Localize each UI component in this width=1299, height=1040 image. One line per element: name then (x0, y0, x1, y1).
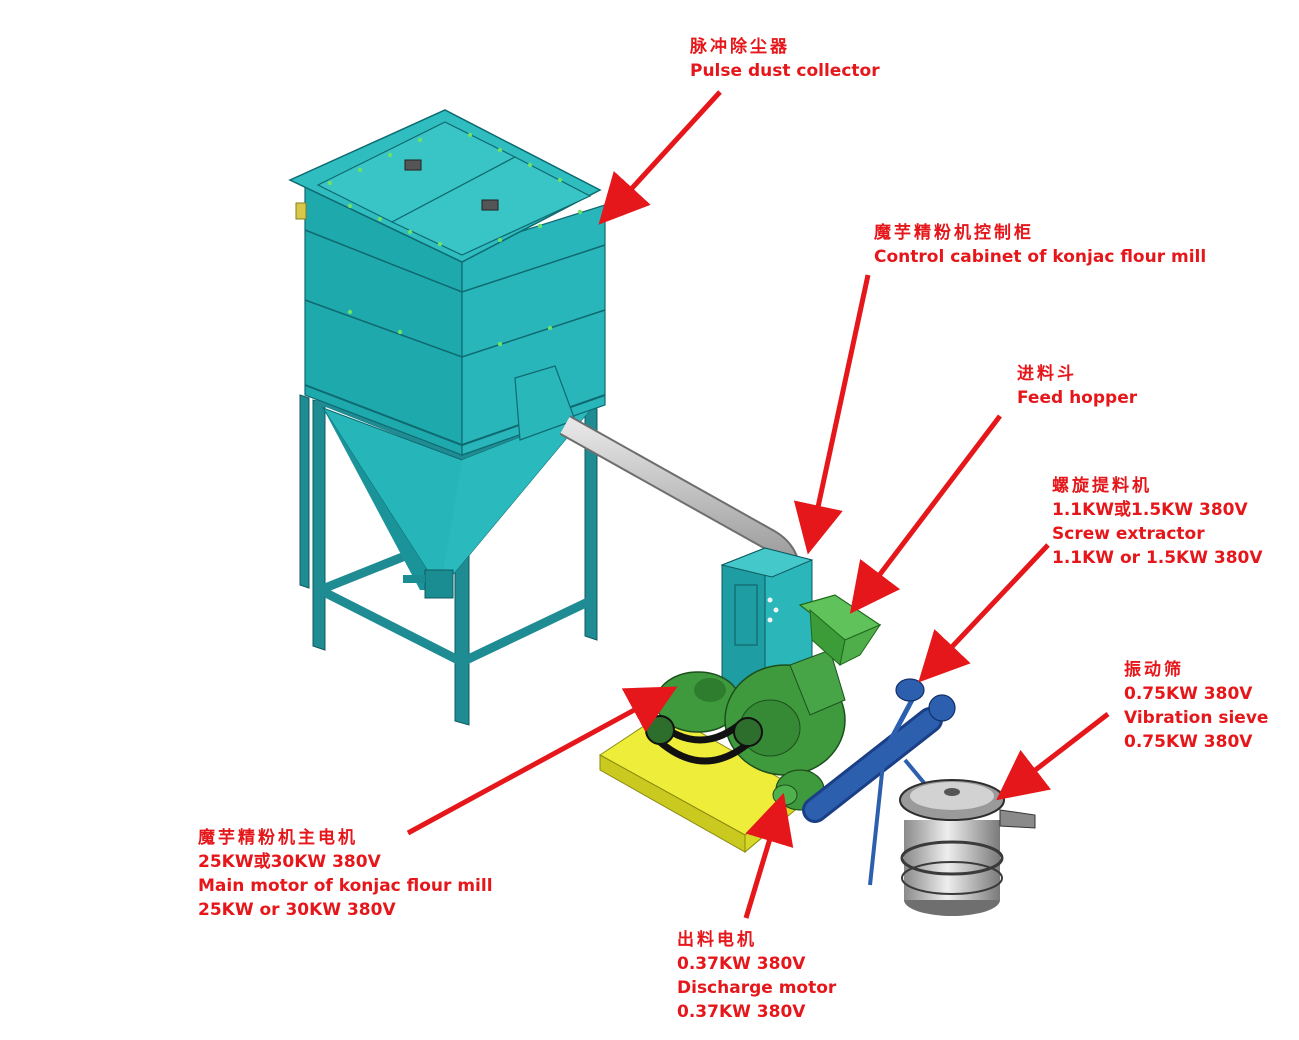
label-main-motor-cn: 魔芋精粉机主电机 (198, 828, 358, 848)
callout-feed-hopper: 进料斗 Feed hopper (1017, 362, 1137, 410)
arrow-discharge-motor (743, 792, 794, 919)
callout-main-motor: 魔芋精粉机主电机 25KW或30KW 380V Main motor of ko… (198, 826, 493, 922)
callout-screw-extractor: 螺旋提料机 1.1KW或1.5KW 380V Screw extractor 1… (1052, 474, 1263, 570)
control-cabinet (720, 547, 814, 696)
label-discharge-motor-en: Discharge motor (677, 978, 837, 998)
label-discharge-motor-spec-cn: 0.37KW 380V (677, 954, 806, 974)
label-main-motor-spec-en: 25KW or 30KW 380V (198, 900, 396, 920)
callout-control-cabinet: 魔芋精粉机控制柜 Control cabinet of konjac flour… (874, 221, 1206, 269)
label-vibration-sieve-spec-cn: 0.75KW 380V (1124, 684, 1253, 704)
label-main-motor-spec-cn: 25KW或30KW 380V (198, 852, 381, 872)
arrow-control-cabinet (793, 274, 871, 555)
pulse-dust-collector (288, 109, 606, 726)
label-screw-extractor-spec-cn: 1.1KW或1.5KW 380V (1052, 500, 1248, 520)
label-control-cabinet-en: Control cabinet of konjac flour mill (874, 247, 1207, 267)
label-feed-hopper-en: Feed hopper (1017, 388, 1138, 408)
arrow-dust-collector (598, 90, 722, 225)
label-control-cabinet-cn: 魔芋精粉机控制柜 (874, 223, 1034, 243)
vibration-sieve (899, 779, 1036, 916)
label-vibration-sieve-cn: 振动筛 (1124, 660, 1184, 680)
label-vibration-sieve-spec-en: 0.75KW 380V (1124, 732, 1253, 752)
label-main-motor-en: Main motor of konjac flour mill (198, 876, 493, 896)
callout-dust-collector: 脉冲除尘器 Pulse dust collector (690, 35, 880, 83)
label-screw-extractor-en: Screw extractor (1052, 524, 1205, 544)
callout-vibration-sieve: 振动筛 0.75KW 380V Vibration sieve 0.75KW 3… (1124, 658, 1268, 754)
callout-arrows (406, 90, 1110, 919)
arrow-feed-hopper (849, 414, 1002, 614)
callout-discharge-motor: 出料电机 0.37KW 380V Discharge motor 0.37KW … (677, 928, 836, 1024)
arrow-vibration-sieve (996, 712, 1110, 801)
feed-hopper (798, 594, 882, 666)
label-vibration-sieve-en: Vibration sieve (1124, 708, 1269, 728)
label-feed-hopper-cn: 进料斗 (1017, 364, 1077, 384)
label-screw-extractor-spec-en: 1.1KW or 1.5KW 380V (1052, 548, 1263, 568)
arrow-main-motor (406, 686, 678, 836)
screw-extractor (802, 678, 956, 886)
label-dust-collector-cn: 脉冲除尘器 (690, 37, 790, 57)
arrow-screw-extractor (918, 543, 1050, 683)
label-discharge-motor-cn: 出料电机 (677, 930, 757, 950)
label-dust-collector-en: Pulse dust collector (690, 61, 880, 81)
label-screw-extractor-cn: 螺旋提料机 (1052, 476, 1152, 496)
label-discharge-motor-spec-en: 0.37KW 380V (677, 1002, 806, 1022)
